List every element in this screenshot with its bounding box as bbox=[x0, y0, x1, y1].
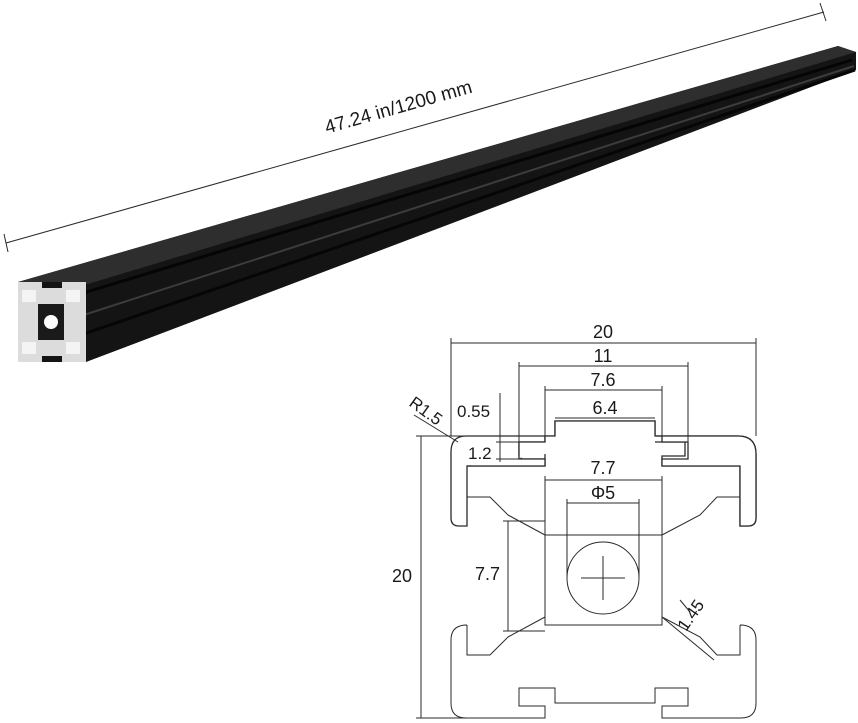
length-right-tick bbox=[819, 2, 827, 22]
end-face-slot-top bbox=[42, 282, 62, 288]
bar-groove-highlight bbox=[61, 65, 855, 323]
end-face-corner-br bbox=[66, 342, 80, 354]
profile-body bbox=[467, 420, 757, 527]
dim-lip-label: 1.2 bbox=[468, 444, 492, 463]
bar-groove-lower bbox=[65, 68, 856, 342]
bar-groove-upper bbox=[59, 58, 853, 302]
dim-slot-mid-label: 7.6 bbox=[590, 370, 615, 390]
profile-inner-geometry bbox=[450, 496, 757, 719]
dim-radius-label: R1.5 bbox=[406, 393, 446, 429]
dim-bore-label: Φ5 bbox=[591, 483, 615, 503]
dim-height-label: 20 bbox=[392, 566, 412, 586]
end-face-bore bbox=[44, 315, 58, 329]
end-face-corner-bl bbox=[22, 342, 36, 354]
bar-body bbox=[18, 46, 856, 362]
bar-top-face bbox=[18, 46, 856, 284]
cross-section-drawing: 20 11 7.6 6.4 0.55 1.2 R1.5 7.7 Φ5 bbox=[392, 322, 757, 719]
length-dimension-line bbox=[5, 11, 825, 244]
length-left-tick bbox=[3, 233, 9, 253]
dim-slot-inner-label: 6.4 bbox=[592, 398, 617, 418]
dim-radius-leader bbox=[413, 414, 459, 443]
dim-web-label: 1.45 bbox=[674, 596, 709, 634]
bar-end-face bbox=[18, 282, 86, 362]
dim-wall-label: 0.55 bbox=[457, 402, 490, 421]
dim-core-height-label: 7.7 bbox=[475, 564, 500, 584]
dim-core-width-label: 7.7 bbox=[590, 458, 615, 478]
dim-width-label: 20 bbox=[593, 322, 613, 342]
length-label: 47.24 in/1200 mm bbox=[322, 77, 474, 139]
dim-web-line bbox=[661, 616, 715, 661]
end-face-corner-tr bbox=[66, 290, 80, 302]
core-block bbox=[544, 534, 663, 626]
extrusion-bar bbox=[18, 46, 856, 362]
end-face-corner-tl bbox=[22, 290, 36, 302]
dim-web-tick bbox=[679, 599, 691, 613]
dim-slot-outer-label: 11 bbox=[594, 346, 613, 366]
end-face-slot-bottom bbox=[42, 356, 62, 362]
